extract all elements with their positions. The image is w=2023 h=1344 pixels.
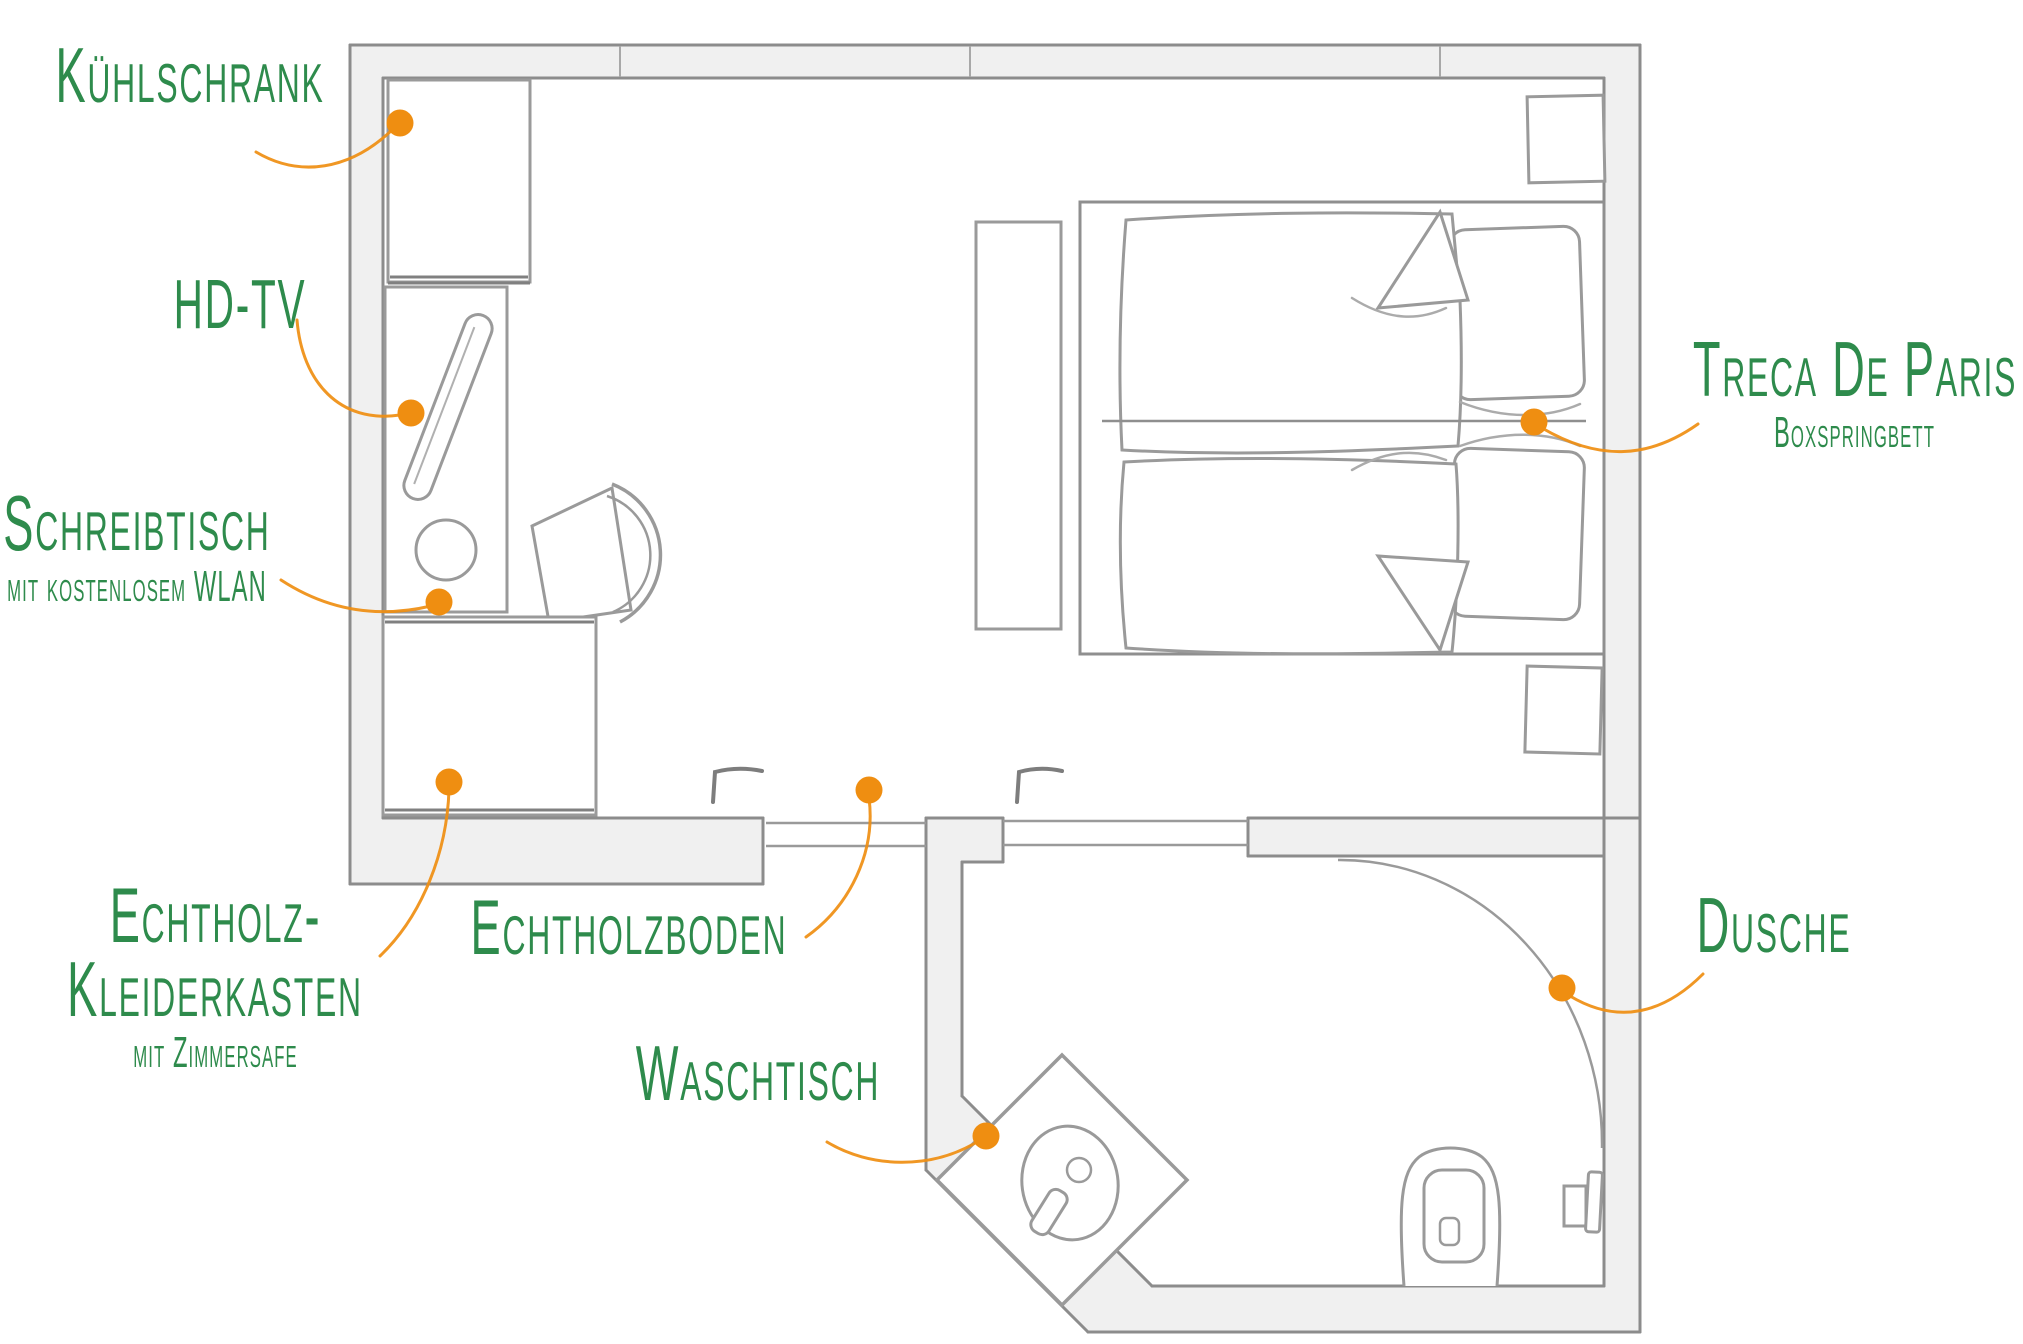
leader-hdtv (295, 318, 402, 418)
door-stub-icons (711, 766, 1064, 804)
flush-plate (1562, 1170, 1604, 1234)
wall-bottom-left (350, 818, 763, 884)
toilet (1399, 1146, 1502, 1287)
fridge (386, 78, 532, 285)
dot-dusche (1548, 974, 1576, 1002)
dot-schreibtisch (425, 588, 453, 616)
dot-kuehlschrank (386, 109, 414, 137)
dot-waschtisch (972, 1122, 1000, 1150)
nightstand-bottom (1523, 664, 1604, 756)
walls (350, 45, 1640, 1332)
wardrobe (381, 615, 598, 817)
label-echtholzboden: Echtholzboden (470, 883, 788, 971)
faucet (1029, 1187, 1069, 1237)
door-thresholds (766, 819, 1248, 848)
wall-top (350, 45, 1640, 78)
label-schreibtisch: Schreibtisch mit kostenlosem WLAN (3, 479, 271, 612)
washbasin (934, 1052, 1190, 1308)
leader-schreibtisch (279, 578, 433, 614)
bed (1078, 200, 1606, 656)
wall-right (1604, 45, 1640, 1332)
duvet-fold-top (1375, 208, 1470, 310)
sink-drain (1065, 1156, 1093, 1184)
label-kleiderkasten: Echtholz- Kleiderkasten mit Zimmersafe (67, 871, 363, 1078)
shower-arc (1337, 858, 1604, 1149)
label-kuehlschrank: Kühlschrank (55, 31, 325, 119)
nightstand-top (1525, 93, 1607, 185)
wall-segment-ticks (619, 46, 1441, 77)
leader-kuehlschrank (254, 128, 394, 169)
duvet-bottom (1118, 456, 1460, 656)
wall-left (350, 45, 383, 884)
duvet-fold-bottom (1375, 554, 1471, 654)
dot-kleiderkasten (435, 768, 463, 796)
door-stub-icon (711, 766, 764, 804)
leader-treca (1540, 422, 1700, 453)
leader-lines (254, 128, 1705, 1164)
dot-hdtv (397, 399, 425, 427)
label-hdtv: HD-TV (173, 265, 307, 343)
stool (414, 518, 478, 582)
dot-treca (1520, 408, 1548, 436)
bench (974, 220, 1063, 631)
leader-echtholzboden (804, 796, 872, 939)
label-dusche: Dusche (1696, 881, 1852, 969)
label-waschtisch: Waschtisch (635, 1029, 881, 1117)
desk-chair (530, 482, 663, 624)
dot-echtholzboden (855, 776, 883, 804)
wall-divider (1248, 818, 1640, 856)
label-treca: Treca De Paris Boxspringbett (1692, 325, 2018, 458)
leader-kleiderkasten (378, 788, 451, 958)
duvet-top (1118, 211, 1463, 455)
leader-waschtisch (825, 1140, 979, 1164)
tv (402, 313, 494, 501)
door-stub-icon (1015, 766, 1064, 804)
pillow-top (1448, 224, 1586, 402)
leader-dusche (1568, 972, 1705, 1014)
pillow-bottom (1448, 446, 1586, 622)
leader-dots (386, 109, 1576, 1150)
